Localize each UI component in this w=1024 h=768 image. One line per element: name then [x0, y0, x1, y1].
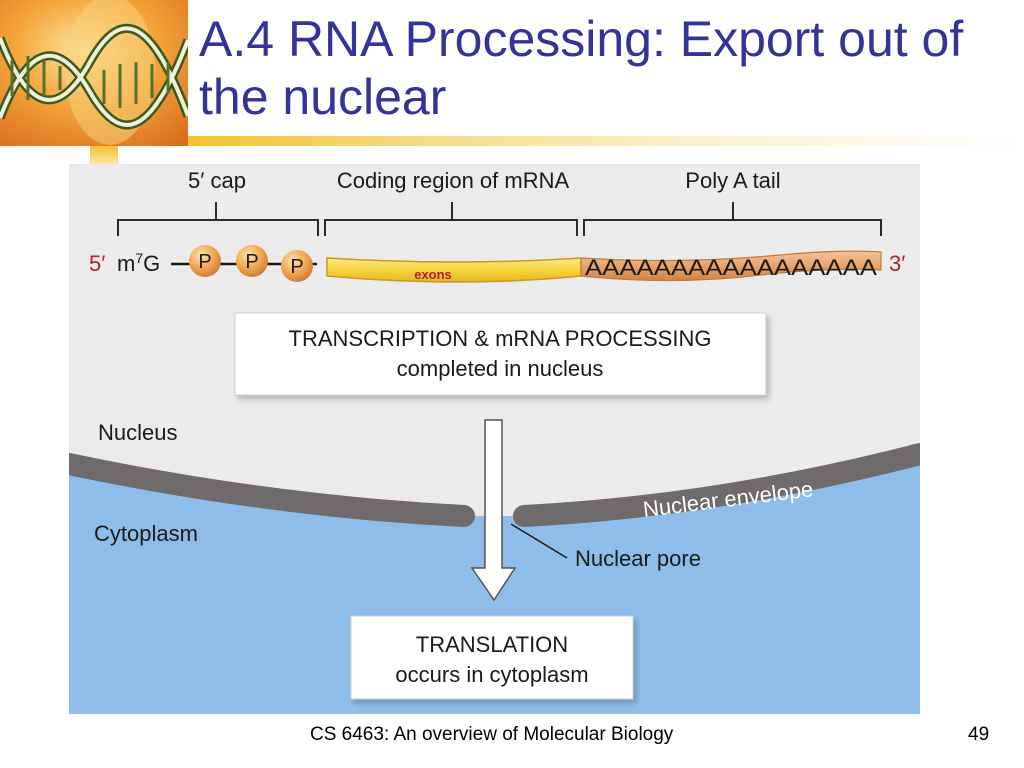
nuclear-envelope-right [513, 443, 920, 527]
mrna-export-diagram: 5′ cap Coding region of mRNA Poly A tail… [69, 164, 920, 714]
exon-strand [326, 257, 582, 283]
m7g-cap-label: m7G [117, 250, 160, 276]
bracket-cap [117, 202, 319, 236]
transcription-box [234, 312, 767, 396]
bracket-coding [324, 202, 578, 236]
nuclear-pore-label: Nuclear pore [575, 546, 701, 571]
translation-box [350, 615, 634, 700]
nuclear-envelope-left [69, 453, 475, 527]
nuclear-pore-pointer [510, 523, 568, 559]
phosphate-1 [189, 245, 221, 277]
transcription-box-line2: completed in nucleus [397, 356, 604, 381]
cytoplasm-label: Cytoplasm [94, 521, 198, 546]
polya-label: Poly A tail [685, 168, 780, 193]
accent-bar [90, 146, 118, 164]
coding-region-label: Coding region of mRNA [337, 168, 570, 193]
phosphate-3 [281, 250, 313, 282]
title-underline [188, 136, 1024, 146]
slide-title: A.4 RNA Processing: Export out of the nu… [199, 11, 964, 125]
page-number: 49 [968, 724, 990, 745]
polya-tail [580, 250, 882, 282]
transcription-box-line1: TRANSCRIPTION & mRNA PROCESSING [289, 326, 712, 351]
translation-box-line1: TRANSLATION [416, 632, 568, 657]
five-prime-label: 5′ [89, 251, 105, 276]
polya-sequence: AAAAAAAAAAAAAAAAA [585, 255, 877, 280]
nucleus-label: Nucleus [98, 420, 177, 445]
phosphate-3-label: P [290, 256, 303, 278]
cap-label: 5′ cap [188, 168, 246, 193]
phosphate-1-label: P [198, 251, 211, 273]
three-prime-label: 3′ [889, 251, 905, 276]
translation-box-line2: occurs in cytoplasm [395, 662, 588, 687]
bracket-polya [583, 202, 882, 236]
phosphate-2-label: P [245, 251, 258, 273]
phosphate-2 [236, 245, 268, 277]
dna-logo-image [0, 0, 188, 146]
slide-footer: CS 6463: An overview of Molecular Biolog… [310, 724, 674, 745]
exons-label: exons [414, 267, 452, 282]
export-arrow [470, 419, 517, 602]
